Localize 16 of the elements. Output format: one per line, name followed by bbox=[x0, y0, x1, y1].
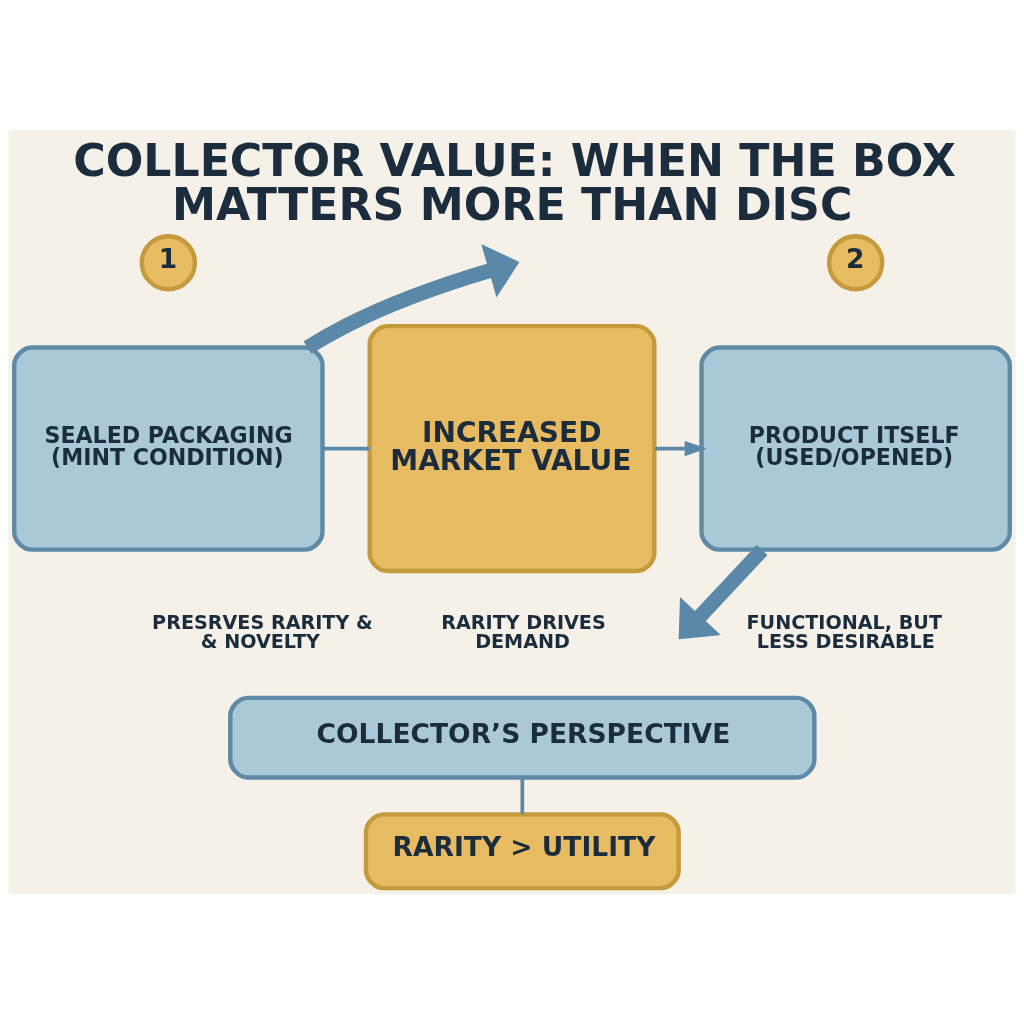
arrow bbox=[303, 244, 520, 354]
diagram-title: COLLECTOR VALUE: WHEN THE BOX MATTERS MORE THAN DISC bbox=[73, 134, 956, 230]
arrow bbox=[678, 545, 768, 640]
node-label: RARITY DRIVES DEMAND bbox=[441, 611, 606, 654]
node-box: COLLECTOR’S PERSPECTIVE bbox=[228, 695, 817, 780]
connector bbox=[520, 777, 525, 814]
node-label: PRESRVES RARITY & & NOVELTY bbox=[152, 611, 373, 654]
node-box: INCREASED MARKET VALUE bbox=[367, 323, 657, 574]
node-box: SEALED PACKAGING (MINT CONDITION) bbox=[12, 345, 325, 552]
node-box: PRODUCT ITSELF (USED/OPENED) bbox=[699, 345, 1012, 552]
connector bbox=[322, 446, 370, 451]
node-label: FUNCTIONAL, BUT LESS DESIRABLE bbox=[746, 611, 942, 654]
node-box: RARITY > UTILITY bbox=[363, 812, 681, 891]
node-circle: 1 bbox=[139, 234, 198, 292]
node-circle: 2 bbox=[826, 234, 885, 292]
arrow bbox=[654, 440, 707, 457]
